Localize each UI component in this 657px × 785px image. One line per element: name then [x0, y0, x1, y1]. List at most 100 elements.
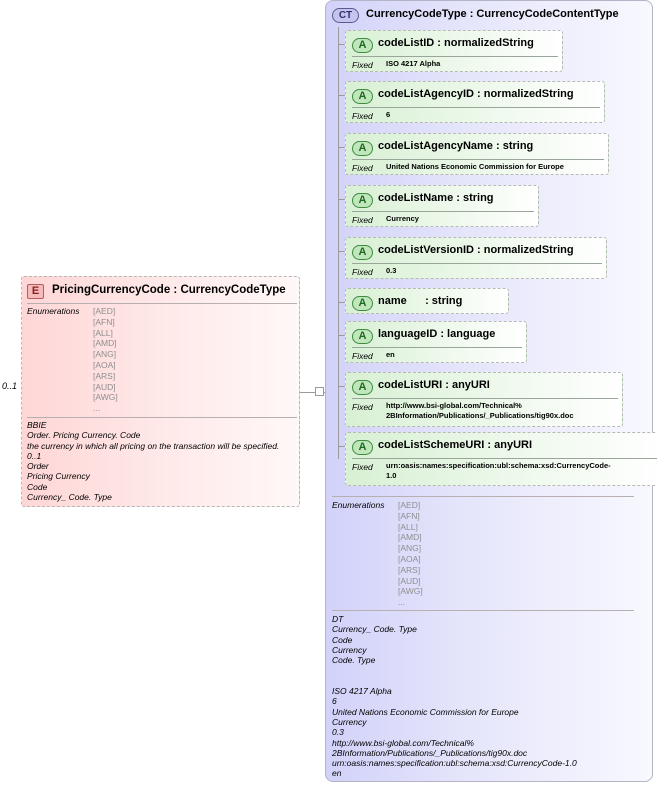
doc-line: 0.3 [332, 727, 344, 738]
doc-line: Currency [332, 644, 367, 655]
attribute-value-line: United Nations Economic Commission for E… [386, 162, 564, 171]
doc-line: 2BInformation/Publications/_Publications… [332, 747, 528, 758]
doc-line: 6 [332, 696, 337, 707]
attribute-title: codeListID : normalizedString [378, 37, 534, 49]
attribute-fixed-label: Fixed [352, 267, 373, 277]
attribute-fixed-value: Currency [386, 214, 419, 224]
doc-line [332, 676, 577, 686]
doc-line [332, 665, 577, 675]
attribute-icon: A [352, 38, 373, 53]
doc-line: Currency_ Code. Type [332, 624, 417, 635]
attribute-divider [352, 398, 618, 399]
attribute-title: codeListSchemeURI : anyURI [378, 439, 533, 451]
attribute-value-line: http://www.bsi-global.com/Technical% [386, 401, 522, 410]
attribute-title: name : string [378, 295, 463, 307]
sequence-connector [315, 387, 324, 396]
doc-line: urn:oasis:names:specification:ubl:schema… [332, 758, 577, 769]
attribute-fixed-value: urn:oasis:names:specification:ubl:schema… [386, 461, 611, 480]
enum-value: [AED] [93, 306, 116, 316]
enum-value: [AOA] [398, 553, 421, 564]
doc-line: en [332, 768, 342, 779]
attribute-fixed-value: ISO 4217 Alpha [386, 59, 440, 69]
enum-value: [ANG] [93, 349, 117, 360]
attribute-value-line-2: 1.0 [386, 470, 397, 480]
attribute-connector [338, 199, 345, 200]
doc-line: Currency_ Code. Type [27, 492, 112, 503]
attribute-icon: A [352, 141, 373, 156]
attribute-value-line: en [386, 350, 395, 359]
attribute-divider [352, 56, 558, 57]
attribute-title: codeListName : string [378, 192, 494, 204]
attribute-fixed-value: 6 [386, 110, 390, 120]
attribute-fixed-value: United Nations Economic Commission for E… [386, 162, 564, 172]
enum-value: [ALL] [93, 327, 113, 338]
enum-value: [AOA] [93, 359, 116, 370]
element-icon: E [27, 284, 44, 299]
enum-value: [AUD] [398, 575, 421, 586]
doc-line: DT [332, 614, 344, 624]
attribute-connector [338, 335, 345, 336]
attribute-icon: A [352, 380, 373, 395]
attribute-icon: A [352, 440, 373, 455]
enum-value: [AFN] [93, 316, 115, 327]
attribute-value-line: urn:oasis:names:specification:ubl:schema… [386, 461, 611, 470]
attribute-divider [352, 458, 657, 459]
enum-value: ... [93, 403, 101, 414]
element-title: PricingCurrencyCode : CurrencyCodeType [52, 284, 286, 296]
attribute-connector [338, 386, 345, 387]
complex-type-box[interactable]: CT CurrencyCodeType : CurrencyCodeConten… [325, 0, 657, 782]
enum-value: [ARS] [93, 370, 116, 381]
element-enum-label: Enumerations [27, 306, 80, 316]
attribute-divider [352, 159, 604, 160]
enum-value: [AMD] [398, 532, 422, 543]
attribute-value-line: ISO 4217 Alpha [386, 59, 441, 68]
attribute-icon: A [352, 245, 373, 260]
complex-type-enum-list: [AED][AFN][ALL][AMD][ANG][AOA][ARS][AUD]… [398, 500, 423, 608]
attribute-value-line-2: 2BInformation/Publications/_Publications… [386, 410, 574, 420]
attribute-title: languageID : language [378, 328, 496, 340]
enum-value: [AWG] [93, 392, 118, 403]
element-divider-2 [27, 417, 297, 418]
doc-line: the currency in which all pricing on the… [27, 440, 280, 451]
doc-line: ISO 4217 Alpha [332, 686, 392, 697]
doc-line: Order [27, 461, 49, 472]
enum-value: [AFN] [398, 510, 420, 521]
doc-line: http://www.bsi-global.com/Technical% [332, 737, 474, 748]
enum-value: [ARS] [398, 564, 421, 575]
doc-line: Code. Type [332, 655, 376, 666]
attribute-title: codeListURI : anyURI [378, 379, 490, 391]
attribute-fixed-value: http://www.bsi-global.com/Technical%2BIn… [386, 401, 574, 420]
enum-value: [AWG] [398, 586, 423, 597]
attribute-icon: A [352, 193, 373, 208]
attribute-fixed-label: Fixed [352, 60, 373, 70]
attribute-fixed-label: Fixed [352, 462, 373, 472]
cardinality-label: 0..1 [2, 381, 18, 391]
element-box[interactable]: E PricingCurrencyCode : CurrencyCodeType… [21, 276, 300, 507]
doc-line: United Nations Economic Commission for E… [332, 706, 519, 717]
connector-line [300, 392, 316, 393]
attribute-connector [338, 95, 345, 96]
attribute-value-line: 0.3 [386, 266, 397, 275]
complex-type-divider-2 [332, 610, 634, 611]
attribute-title: codeListAgencyName : string [378, 140, 534, 152]
enum-value: [ANG] [398, 543, 422, 554]
element-enum-list: [AED][AFN][ALL][AMD][ANG][AOA][ARS][AUD]… [93, 306, 118, 414]
attribute-fixed-label: Fixed [352, 111, 373, 121]
enum-value: [AED] [398, 500, 421, 510]
attribute-tree-line [338, 27, 339, 459]
attribute-connector [338, 302, 345, 303]
enum-value: [AMD] [93, 338, 117, 349]
enum-value: [ALL] [398, 521, 418, 532]
doc-line: BBIE [27, 420, 47, 430]
enum-value: ... [398, 597, 406, 608]
